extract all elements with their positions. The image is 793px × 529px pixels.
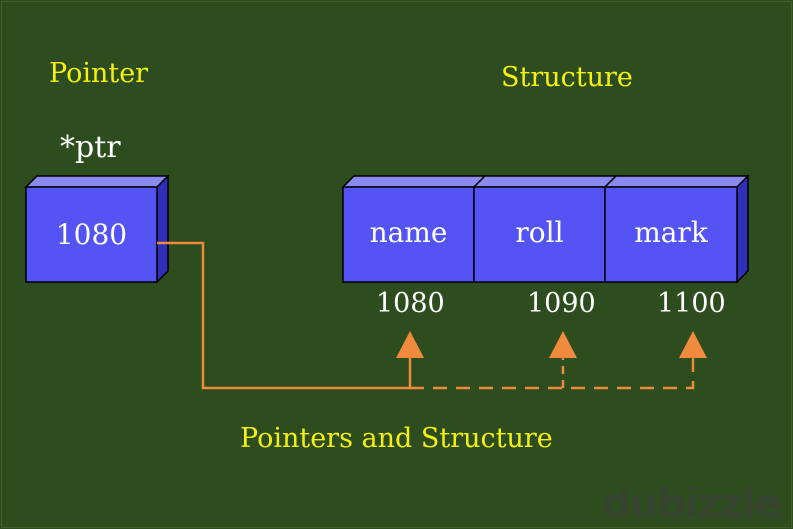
structure-title: Structure — [501, 62, 633, 93]
pointer-box — [24, 174, 170, 284]
pointer-value: 1080 — [55, 218, 128, 251]
arrow-head-name — [396, 331, 424, 358]
address-name: 1080 — [376, 288, 445, 319]
pointer-connector-solid — [157, 241, 412, 390]
structure-field-mark: mark — [634, 216, 708, 249]
ptr-label: *ptr — [60, 130, 121, 165]
pointer-connector-dashed — [410, 357, 695, 390]
structure-field-roll: roll — [515, 216, 564, 249]
address-mark: 1100 — [657, 288, 726, 319]
structure-field-box-mark — [603, 174, 750, 284]
pointer-title: Pointer — [49, 58, 149, 89]
address-roll: 1090 — [527, 288, 596, 319]
structure-field-box-name — [341, 175, 487, 283]
watermark-logo: dubizzle — [602, 481, 782, 527]
arrow-head-roll — [549, 331, 577, 358]
diagram-caption: Pointers and Structure — [240, 423, 553, 454]
structure-field-name: name — [369, 216, 448, 249]
arrow-head-mark — [679, 331, 707, 358]
